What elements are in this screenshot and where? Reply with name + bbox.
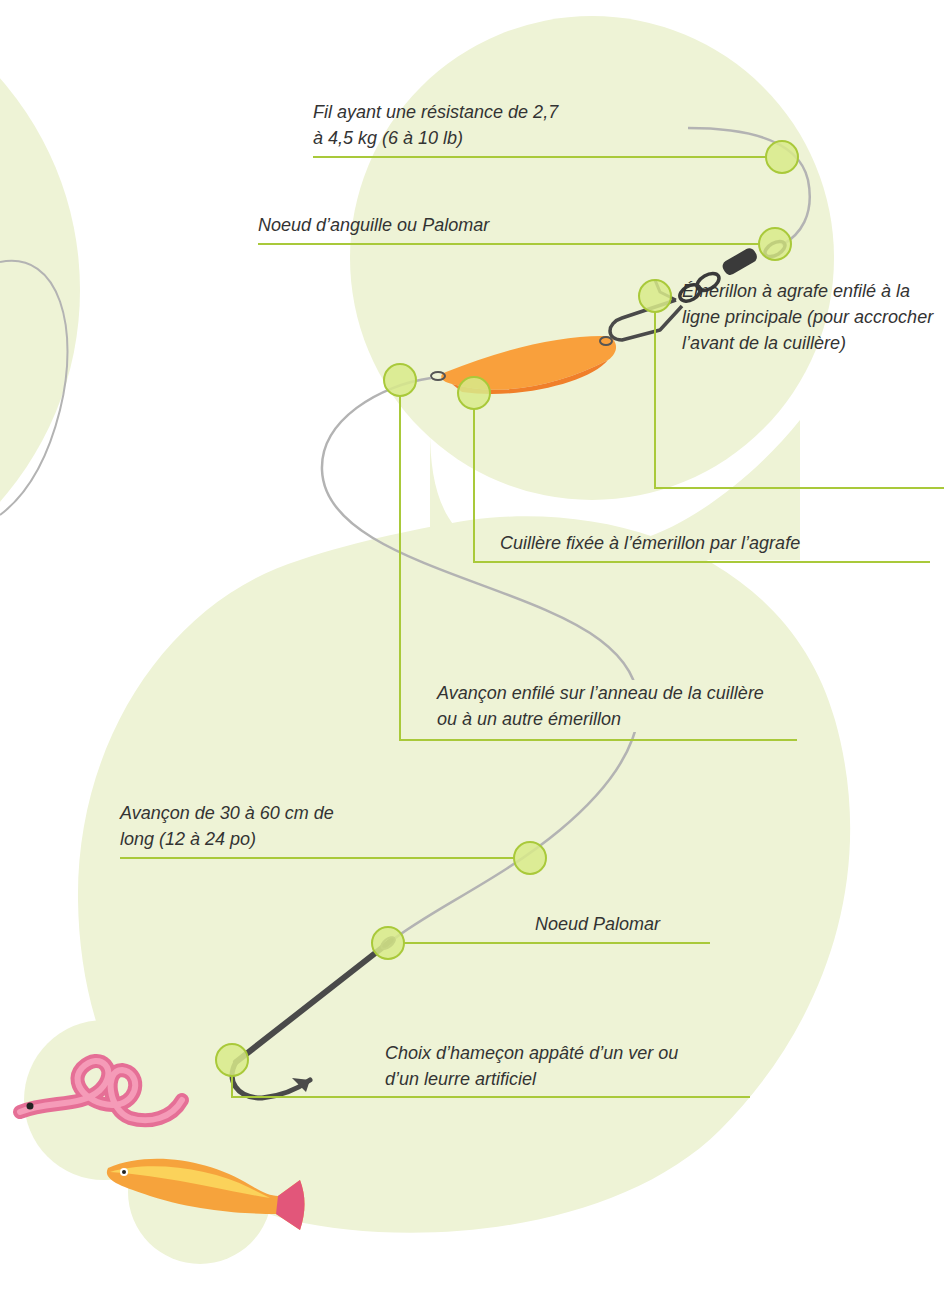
- callout-dot: [759, 228, 791, 260]
- lure-eye: [122, 1170, 126, 1174]
- leader: [404, 942, 710, 944]
- worm: [20, 1061, 182, 1120]
- callout-dot: [458, 377, 490, 409]
- leader: [313, 156, 766, 158]
- callout-dot: [766, 141, 798, 173]
- swivel-barrel: [720, 246, 759, 277]
- lure-back: [110, 1166, 270, 1198]
- background-blob: [0, 0, 80, 610]
- spoon-ring: [431, 372, 445, 380]
- callout-leaders: [120, 157, 944, 1097]
- callout-dot: [384, 364, 416, 396]
- soft-lure: [107, 1159, 305, 1230]
- leader: [400, 396, 797, 740]
- callout-label: Noeud Palomar: [535, 911, 735, 937]
- hook: [232, 935, 397, 1098]
- lure-eye: [120, 1168, 128, 1176]
- lure-body: [107, 1159, 305, 1230]
- callout-label: Émerillon à agrafe enfilé à la ligne pri…: [682, 278, 937, 356]
- fishing-line: [0, 261, 68, 515]
- callout-dot: [639, 280, 671, 312]
- hook-shank: [236, 940, 392, 1062]
- callout-label: Choix d’hameçon appâté d’un ver ou d’un …: [385, 1040, 705, 1092]
- background-blob: [0, 0, 850, 1233]
- callout-label: Fil ayant une résistance de 2,7 à 4,5 kg…: [313, 99, 563, 151]
- spoon-ring: [600, 337, 612, 345]
- worm-body: [20, 1061, 182, 1120]
- callout-dot: [514, 842, 546, 874]
- leader: [474, 409, 930, 562]
- fishing-line: [688, 128, 810, 245]
- callout-label: Cuillère fixée à l’émerillon par l’agraf…: [500, 530, 880, 556]
- hook-barb: [292, 1078, 310, 1092]
- leader: [120, 857, 514, 859]
- leader: [258, 243, 759, 245]
- callout-dot: [372, 927, 404, 959]
- callout-label: Avançon enfilé sur l’anneau de la cuillè…: [437, 680, 782, 732]
- callout-label: Avançon de 30 à 60 cm de long (12 à 24 p…: [120, 800, 340, 852]
- worm-highlight: [20, 1061, 182, 1120]
- worm-eye: [27, 1103, 34, 1110]
- callout-dot: [216, 1044, 248, 1076]
- callout-label: Noeud d’anguille ou Palomar: [258, 212, 558, 238]
- lure-tail: [276, 1180, 305, 1230]
- background-blob: [350, 16, 834, 500]
